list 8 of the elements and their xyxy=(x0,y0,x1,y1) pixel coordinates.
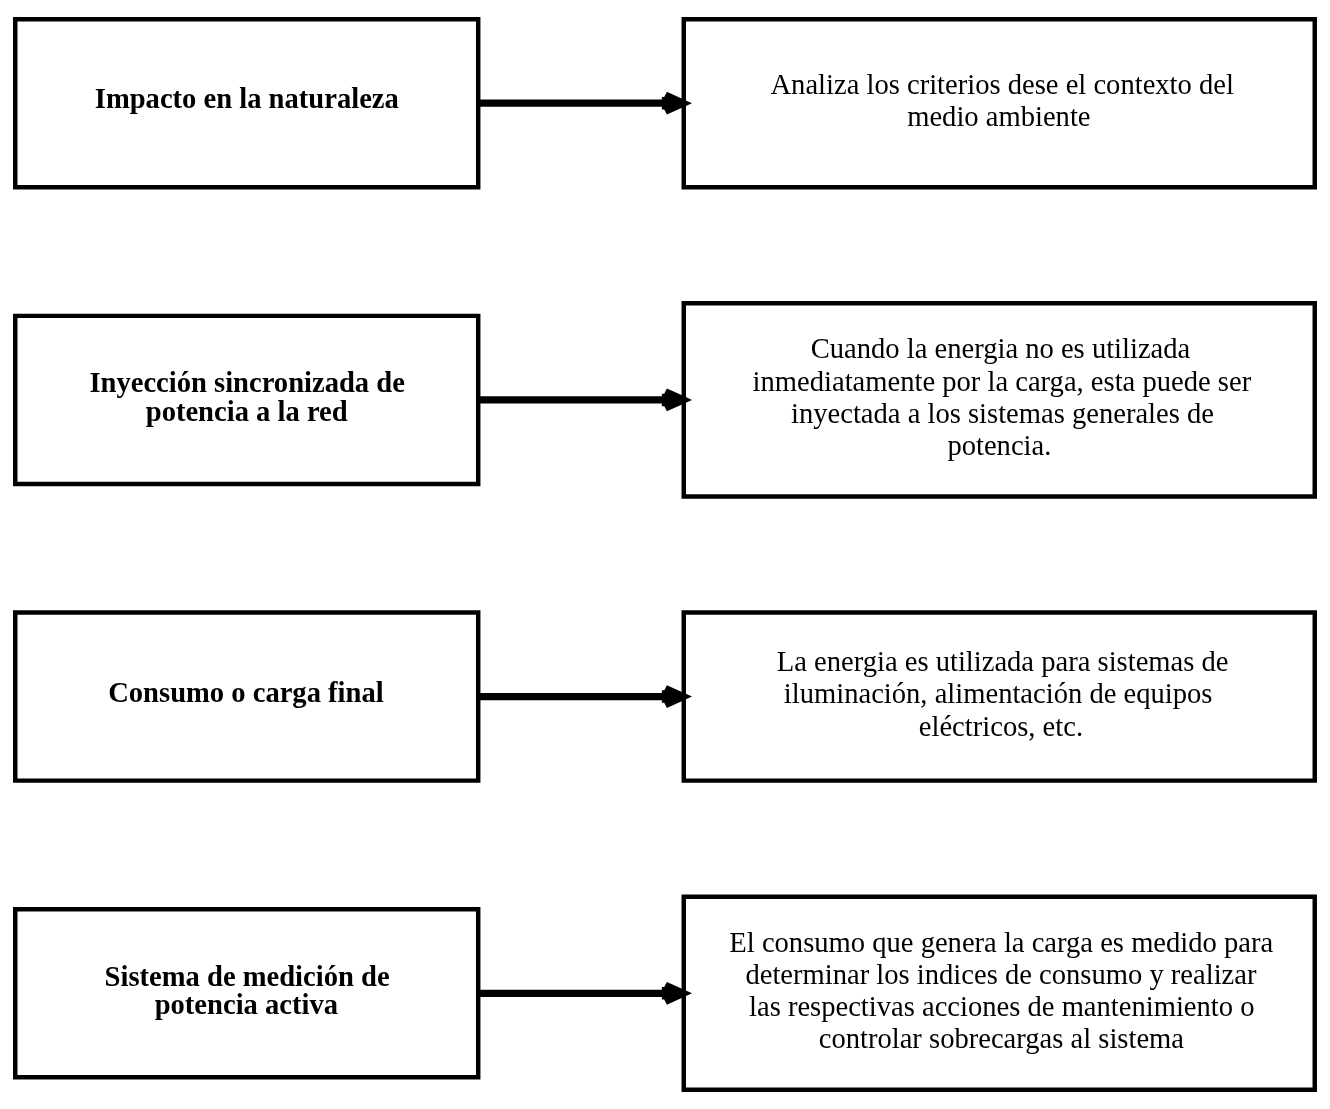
node-box: Cuando la energia no es utilizada inmediatamente por la carga, esta puede ser inyectada a los sistemas generales de potencia. xyxy=(681,301,1317,499)
node-box: La energia es utilizada para sistemas de iluminación, alimentación de equipos eléctricos, etc. xyxy=(681,610,1317,783)
node-box: Inyección sincronizada de potencia a la red xyxy=(13,313,481,487)
node-box: Consumo o carga final xyxy=(13,610,481,783)
node-box: Sistema de medición de potencia activa xyxy=(13,907,481,1080)
node-box: El consumo que genera la carga es medido para determinar los indices de consumo y realizar las respectivas acciones de mantenimiento o controlar sobrecargas al sistema xyxy=(681,894,1317,1093)
node-box: Analiza los criterios dese el contexto del medio ambiente xyxy=(681,16,1317,190)
node-box: Impacto en la naturaleza xyxy=(13,16,481,190)
